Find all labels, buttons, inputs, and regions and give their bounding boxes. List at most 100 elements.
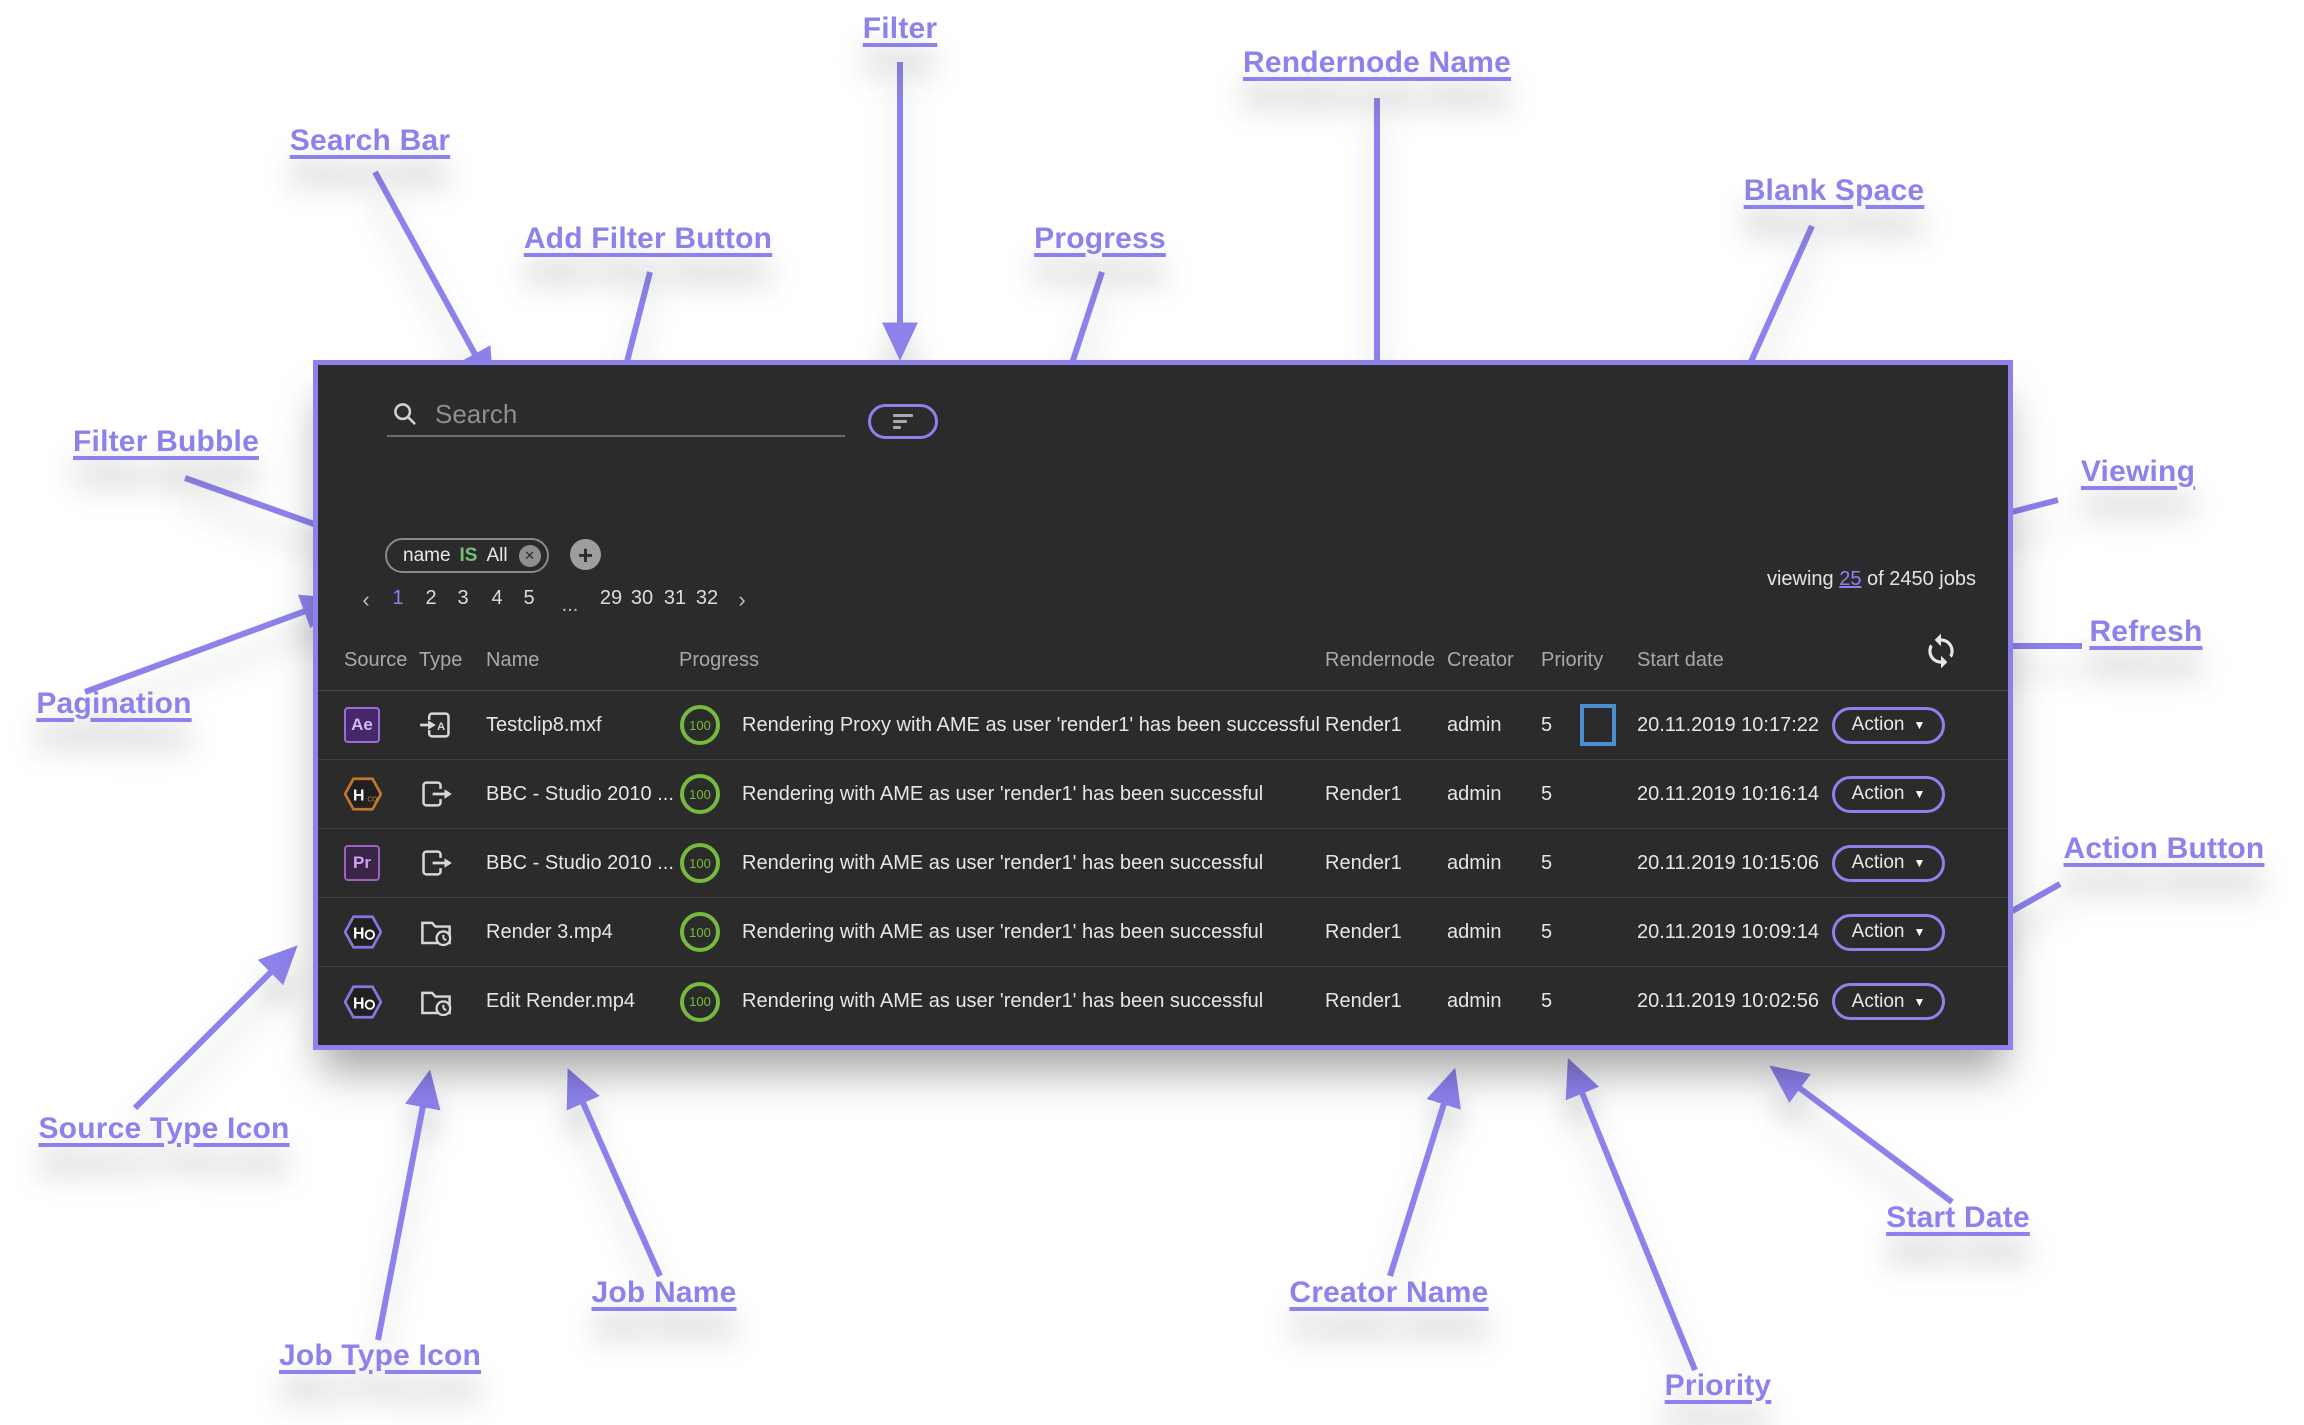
annotation-refresh: Refresh xyxy=(2089,615,2203,648)
annotation-source-type-icon: Source Type Icon xyxy=(38,1112,290,1145)
filter-lines-icon xyxy=(893,414,913,417)
pagination-page-4[interactable]: 4 xyxy=(491,587,503,609)
column-header-creator: Creator xyxy=(1447,649,1514,671)
rendernode-cell: Render1 xyxy=(1325,920,1402,943)
add-filter-button[interactable]: + xyxy=(570,539,601,570)
filter-lines-icon xyxy=(893,420,907,423)
creator-cell: admin xyxy=(1447,920,1502,943)
after-effects-source-icon: Ae xyxy=(344,707,380,743)
start-date-cell: 20.11.2019 10:09:14 xyxy=(1637,920,1820,943)
job-type-cell xyxy=(419,967,453,1036)
filter-lines-icon xyxy=(893,426,901,429)
action-cell: Action ▼ xyxy=(1832,967,1945,1036)
annotation-search-bar: Search Bar xyxy=(289,124,451,157)
progress-cell: 100 xyxy=(680,829,720,897)
progress-message-cell: Rendering with AME as user 'render1' has… xyxy=(742,851,1264,874)
pagination-next[interactable]: › xyxy=(738,587,746,612)
pagination-prev[interactable]: ‹ xyxy=(362,587,370,612)
caret-down-icon: ▼ xyxy=(1913,856,1926,870)
creator-cell: admin xyxy=(1447,851,1502,874)
start-date-cell: 20.11.2019 10:15:06 xyxy=(1637,851,1820,874)
jobs-table-rows: Ae A Testclip8.mxf 100 Rendering Proxy with … xyxy=(318,691,2008,1036)
premiere-source-icon: Pr xyxy=(344,845,380,881)
progress-cell: 100 xyxy=(680,898,720,966)
helmut-purple-source-icon: H xyxy=(344,915,382,949)
column-header-type: Type xyxy=(419,649,463,671)
priority-cell: 5 xyxy=(1541,920,1553,943)
rendernode-cell: Render1 xyxy=(1325,851,1402,874)
action-button[interactable]: Action▼ xyxy=(1832,844,1945,882)
start-date-cell: 20.11.2019 10:16:14 xyxy=(1637,782,1820,805)
search-input[interactable] xyxy=(433,397,813,431)
action-button[interactable]: Action▼ xyxy=(1832,706,1945,744)
action-button-label: Action xyxy=(1851,990,1905,1012)
annotation-blank-space: Blank Space xyxy=(1743,174,1925,207)
pagination-page-5[interactable]: 5 xyxy=(523,587,535,609)
annotation-rendernode-name: Rendernode Name xyxy=(1242,46,1512,79)
job-name-cell: Edit Render.mp4 xyxy=(486,990,635,1012)
action-cell: Action▼ xyxy=(1832,829,1945,897)
pagination-page-2[interactable]: 2 xyxy=(425,587,437,609)
pagination-page-29[interactable]: 29 xyxy=(599,587,623,609)
job-name-cell: BBC - Studio 2010 ... xyxy=(486,782,674,805)
close-icon[interactable]: ✕ xyxy=(518,544,541,567)
search-bar[interactable] xyxy=(387,393,845,437)
progress-ring: 100 xyxy=(680,705,720,745)
filter-value: All xyxy=(486,544,508,566)
creator-cell: admin xyxy=(1447,990,1502,1012)
export-type-icon xyxy=(422,850,452,876)
action-button[interactable]: Action▼ xyxy=(1832,775,1945,813)
ame-ingest-type-icon: A xyxy=(420,712,450,738)
export-type-icon xyxy=(422,781,452,807)
pagination-page-32[interactable]: 32 xyxy=(695,587,719,609)
viewing-status: viewing 25 of 2450 jobs xyxy=(1767,568,1976,591)
annotation-add-filter-button: Add Filter Button xyxy=(523,222,773,255)
watchfolder-type-icon xyxy=(421,921,452,947)
rendernode-cell: Render1 xyxy=(1325,990,1402,1012)
priority-cell: 5 xyxy=(1541,713,1553,736)
action-button[interactable]: Action▼ xyxy=(1832,913,1945,951)
progress-message-cell: Rendering with AME as user 'render1' has… xyxy=(742,920,1264,943)
pagination-page-1[interactable]: 1 xyxy=(392,587,404,609)
creator-cell: admin xyxy=(1447,713,1502,736)
progress-message-cell: Rendering Proxy with AME as user 'render… xyxy=(742,713,1320,736)
filter-button[interactable] xyxy=(868,404,938,439)
action-button[interactable]: Action ▼ xyxy=(1832,983,1945,1020)
annotation-job-name: Job Name xyxy=(591,1276,737,1309)
annotation-viewing: Viewing xyxy=(2080,455,2196,488)
rendernode-cell: Render1 xyxy=(1325,713,1402,736)
source-type-cell: Ae xyxy=(344,691,380,759)
priority-cell: 5 xyxy=(1541,782,1553,805)
watchfolder-type-icon xyxy=(421,991,452,1016)
priority-cell: 5 xyxy=(1541,990,1553,1012)
blank-space-highlight xyxy=(1580,704,1616,746)
column-header-priority: Priority xyxy=(1541,649,1604,671)
annotation-action-button: Action Button xyxy=(2063,832,2265,865)
pagination-page-30[interactable]: 30 xyxy=(630,587,654,609)
filter-bubble[interactable]: name IS All ✕ xyxy=(385,538,549,573)
viewing-count-link[interactable]: 25 xyxy=(1839,568,1862,590)
job-name-cell: Testclip8.mxf xyxy=(486,713,602,736)
progress-message-cell: Rendering with AME as user 'render1' has… xyxy=(742,990,1264,1012)
column-header-progress: Progress xyxy=(679,649,760,671)
action-button-label: Action xyxy=(1851,783,1905,804)
start-date-cell: 20.11.2019 10:02:56 xyxy=(1637,990,1820,1012)
refresh-icon[interactable] xyxy=(1922,632,1960,670)
svg-text:H: H xyxy=(353,925,364,942)
pagination-page-31[interactable]: 31 xyxy=(663,587,687,609)
annotation-filter: Filter xyxy=(862,12,938,45)
start-date-cell: 20.11.2019 10:17:22 xyxy=(1637,713,1820,736)
caret-down-icon: ▼ xyxy=(1913,994,1926,1009)
action-cell: Action▼ xyxy=(1832,760,1945,828)
progress-cell: 100 xyxy=(680,760,720,828)
pagination-page-3[interactable]: 3 xyxy=(457,587,469,609)
creator-cell: admin xyxy=(1447,782,1502,805)
source-type-cell: H xyxy=(344,898,382,966)
progress-ring: 100 xyxy=(680,981,720,1022)
